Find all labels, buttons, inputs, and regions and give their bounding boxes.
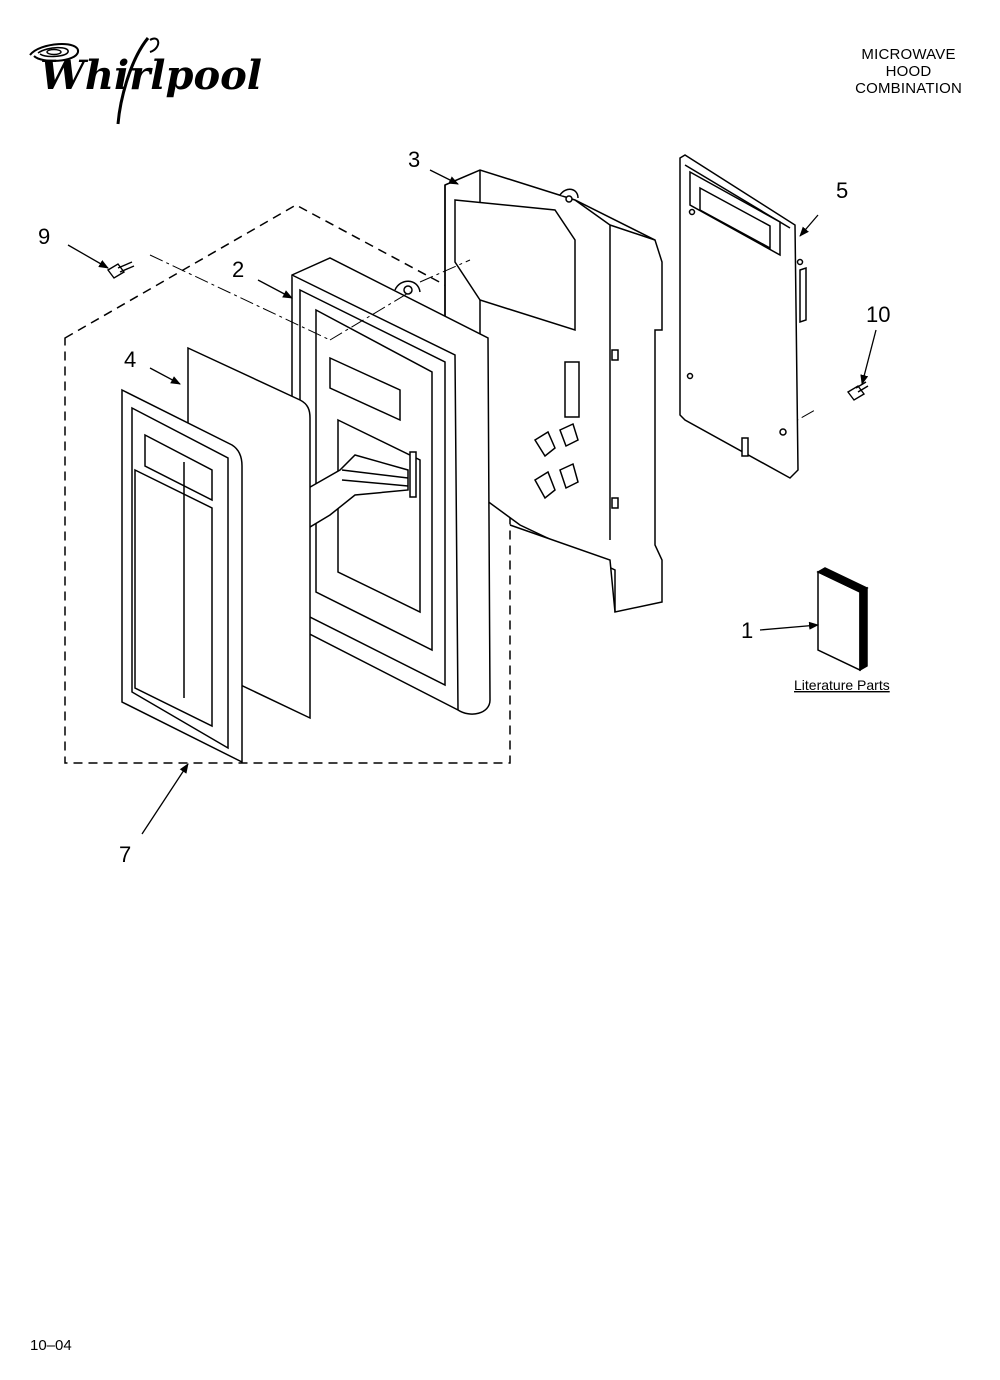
callout-7: 7 <box>119 842 131 867</box>
whirlpool-logo: Whirlpool <box>29 37 262 125</box>
callout-10: 10 <box>866 302 890 327</box>
callout-5: 5 <box>836 178 848 203</box>
brand-name: Whirlpool <box>40 52 262 99</box>
front-console <box>121 388 243 764</box>
revision-code: 10–04 <box>30 1337 72 1354</box>
title-line-2: HOOD <box>885 63 932 80</box>
diagram-title: MICROWAVE HOOD COMBINATION <box>855 46 962 97</box>
title-line-3: COMBINATION <box>855 80 962 97</box>
part-9-screw <box>106 261 135 279</box>
callout-4: 4 <box>124 347 136 372</box>
callout-2: 2 <box>232 257 244 282</box>
part-10-screw <box>846 381 869 401</box>
leader-arrows <box>67 169 877 835</box>
callout-9: 9 <box>38 224 50 249</box>
literature-parts-label: Literature Parts <box>794 677 890 693</box>
callout-3: 3 <box>408 147 420 172</box>
callout-1: 1 <box>741 618 753 643</box>
title-line-1: MICROWAVE <box>861 46 956 63</box>
part-2-door-frame <box>291 257 491 715</box>
part-1-literature <box>816 567 869 672</box>
part-3-housing <box>444 169 663 613</box>
part-5-control-board <box>679 154 807 479</box>
